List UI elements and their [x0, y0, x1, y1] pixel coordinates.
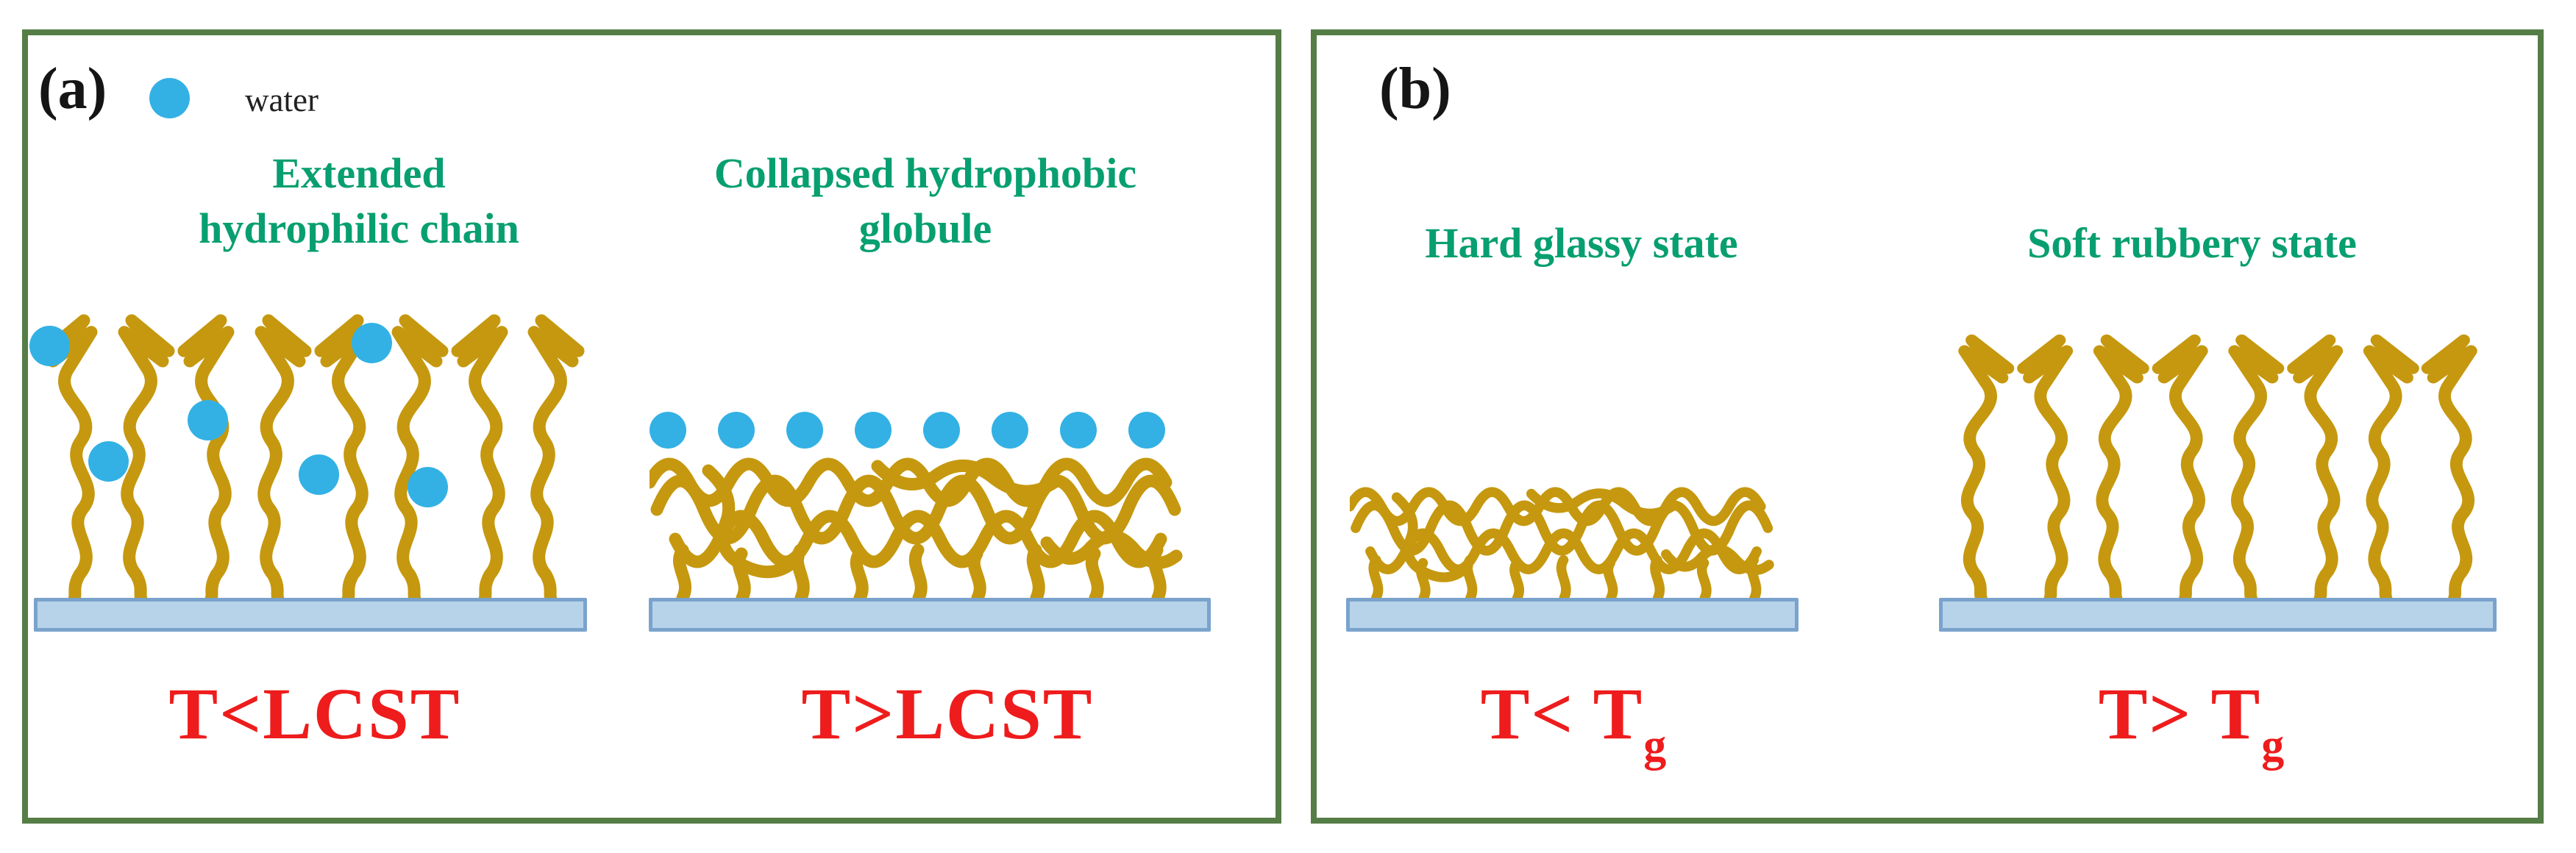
water-droplet: [650, 412, 686, 449]
water-droplet: [786, 412, 823, 449]
temp-label-below-tg: T< Tg: [1339, 671, 1810, 768]
water-droplet: [718, 412, 755, 449]
water-legend-swatch: [149, 78, 190, 118]
temp-label-below-tg-sub: g: [1643, 721, 1668, 771]
caption-hard-glassy: Hard glassy state: [1425, 219, 1738, 267]
water-droplet: [299, 454, 339, 495]
water-droplet: [992, 412, 1028, 449]
water-droplet: [408, 467, 448, 507]
panel-b-label: (b): [1379, 57, 1451, 121]
panel-b: (b) Hard glassy state Soft rubbery state…: [1311, 29, 2544, 824]
water-legend-label: water: [245, 82, 319, 118]
substrate-right-b: [1939, 598, 2497, 632]
panel-a: (a) water Extended hydrophilic chain Col…: [22, 29, 1281, 824]
water-droplet: [1128, 412, 1165, 449]
temp-label-above-tg: T> Tg: [1942, 671, 2442, 768]
collapsed-globule-graphic: [650, 440, 1209, 598]
temp-label-above-lcst: T>LCST: [801, 673, 1094, 754]
caption-extended-chain: Extended hydrophilic chain: [199, 149, 519, 253]
water-droplet: [855, 412, 892, 449]
rubbery-brush-graphic: [1946, 329, 2490, 598]
water-droplet: [188, 400, 228, 440]
substrate-right-a: [649, 598, 1211, 632]
caption-collapsed-globule: Collapsed hydrophobic globule: [714, 149, 1137, 253]
caption-soft-rubbery: Soft rubbery state: [2027, 219, 2357, 267]
water-droplet: [923, 412, 960, 449]
water-droplet: [88, 441, 129, 482]
substrate-left-a: [34, 598, 587, 632]
temp-label-above-tg-main: T> T: [2098, 673, 2262, 754]
temp-label-below-tg-main: T< T: [1480, 673, 1644, 754]
glassy-tangle-graphic: [1350, 473, 1795, 598]
temp-label-below-lcst: T<LCST: [168, 673, 461, 754]
temp-label-above-tg-sub: g: [2261, 721, 2286, 771]
water-droplet: [352, 323, 392, 363]
substrate-left-b: [1346, 598, 1798, 632]
water-droplet: [29, 326, 70, 366]
panel-a-label: (a): [38, 57, 107, 121]
water-droplet: [1060, 412, 1097, 449]
